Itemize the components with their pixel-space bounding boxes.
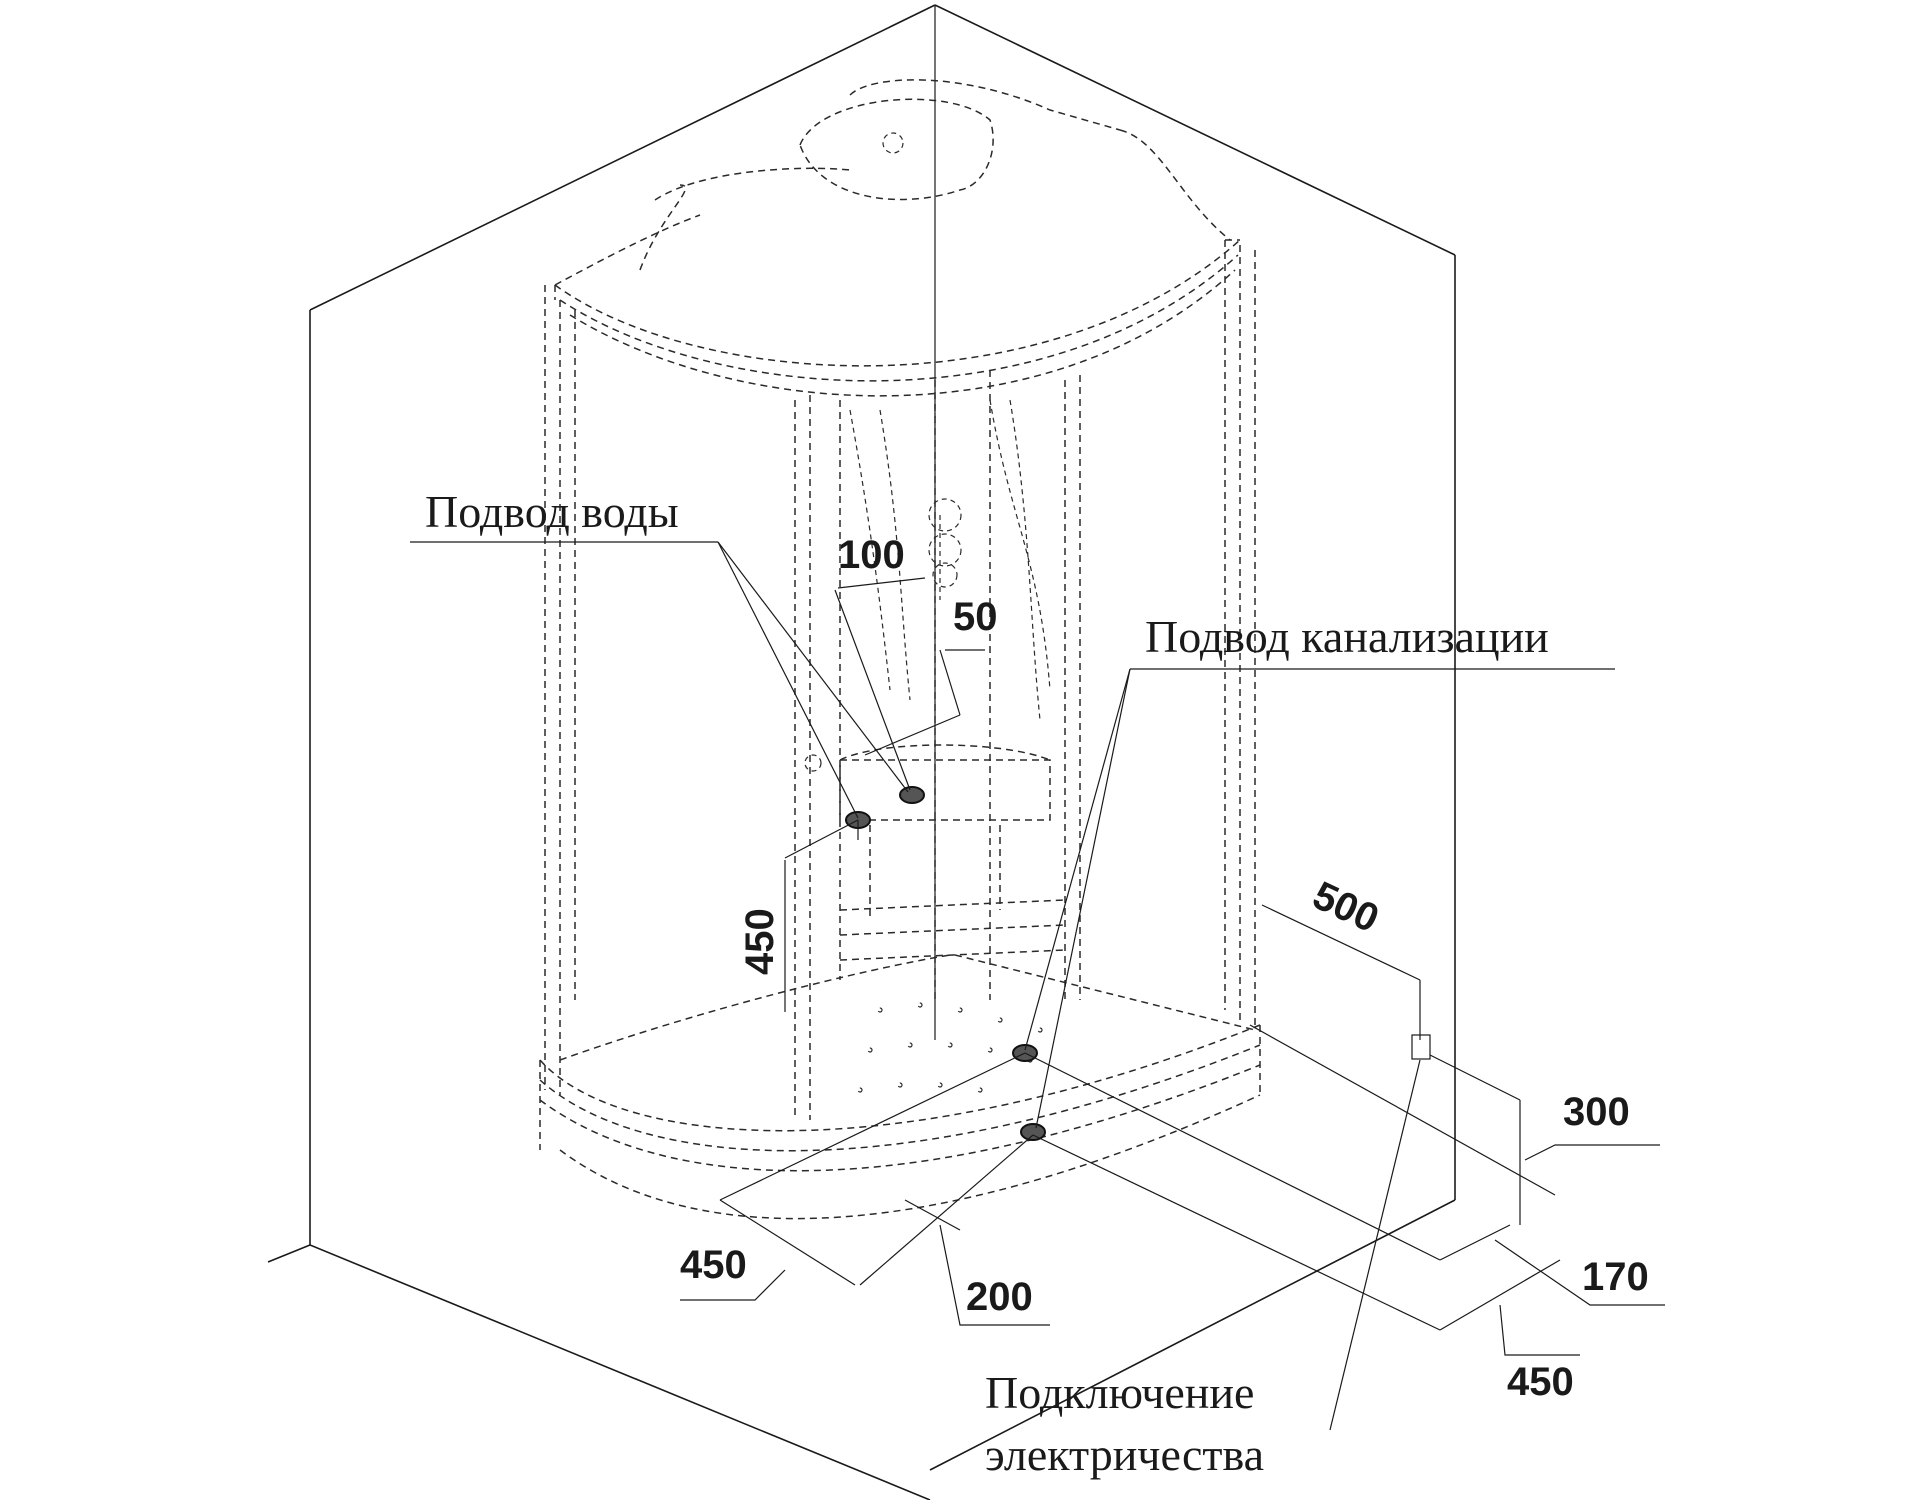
water-supply-label: Подвод воды [425,486,679,537]
dim-socket-height: 300 [1563,1090,1630,1134]
drain-port-lower [1020,1123,1046,1141]
water-supply-group [410,541,985,1012]
sewer-group [1012,668,1615,1141]
dim-water-height: 450 [738,908,782,975]
water-port-right [899,786,925,804]
dim-drain-spacing: 200 [966,1275,1033,1319]
shower-cabin [539,79,1261,1220]
floor-dimensions [680,904,1665,1431]
dim-right-offset: 170 [1582,1255,1649,1299]
sewer-connection-label: Подвод канализации [1145,611,1549,662]
dim-right-depth: 450 [1507,1360,1574,1404]
electric-connection-label-2: электричества [985,1429,1264,1480]
electric-connection-label-1: Подключение [985,1367,1254,1418]
dim-floor-left: 450 [680,1243,747,1287]
dim-water-spacing: 100 [838,533,905,577]
dim-water-offset: 50 [953,595,998,639]
electric-socket-icon [1411,1034,1431,1060]
room-outline [267,4,1456,1500]
